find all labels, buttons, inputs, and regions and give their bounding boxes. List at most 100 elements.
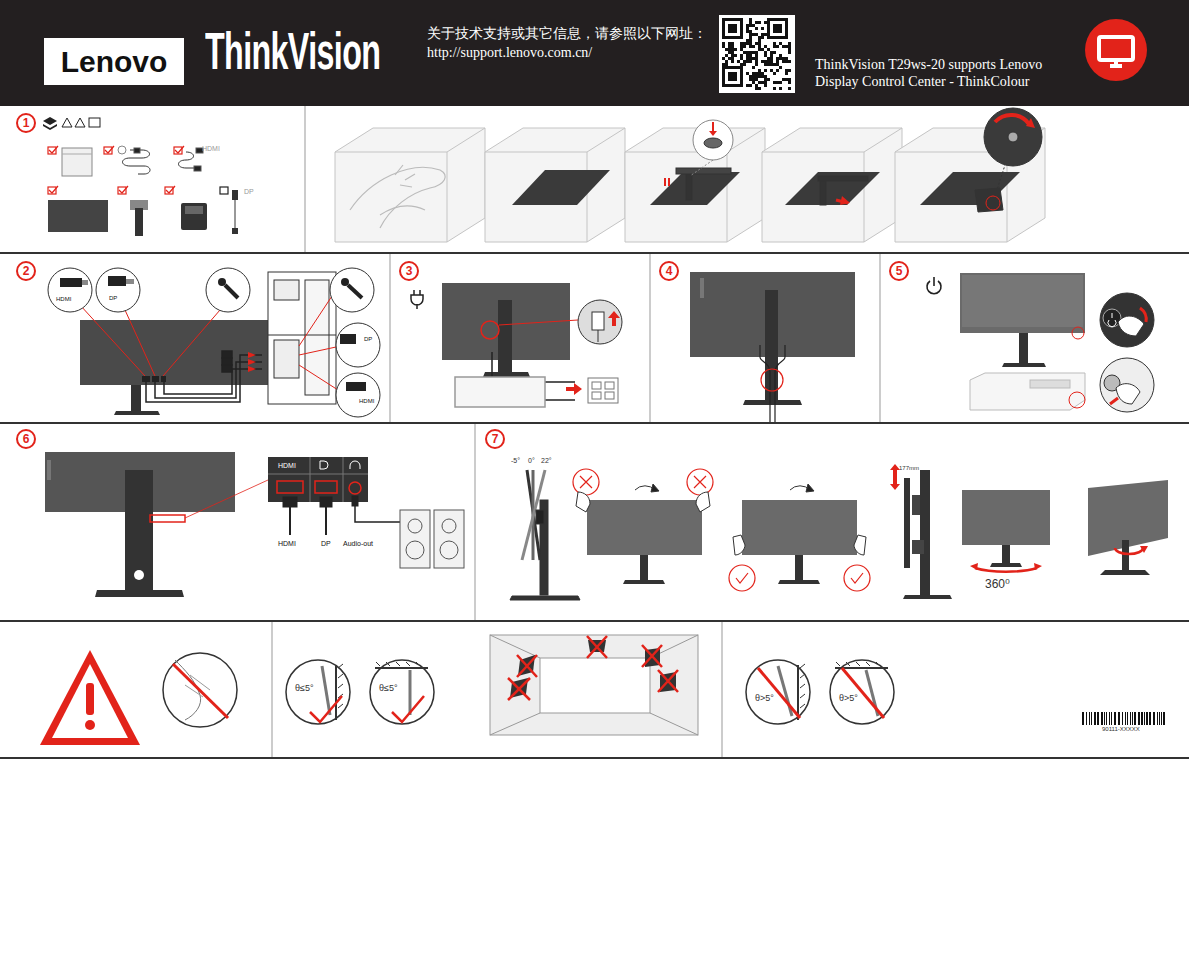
signal-cable bbox=[325, 507, 327, 535]
port-panel bbox=[349, 482, 361, 494]
qr-code bbox=[761, 72, 764, 75]
angle-label: 0° bbox=[527, 457, 536, 465]
tilt-limit bbox=[778, 666, 792, 716]
monitor-back bbox=[700, 278, 704, 298]
qr-code bbox=[785, 69, 788, 72]
height-figure bbox=[912, 540, 924, 554]
cable-label: DP bbox=[243, 188, 255, 196]
barcode bbox=[1082, 712, 1165, 725]
handling-mark bbox=[729, 565, 755, 591]
qr-code bbox=[755, 78, 758, 81]
qr-code bbox=[773, 45, 776, 48]
box-item bbox=[232, 190, 238, 200]
qr-code bbox=[764, 60, 767, 63]
zoom-detail bbox=[1108, 313, 1116, 327]
handling-mark bbox=[694, 476, 706, 488]
panel-divider bbox=[305, 106, 306, 252]
qr-code bbox=[755, 63, 758, 66]
qr-code bbox=[773, 63, 776, 66]
tilt-figure bbox=[510, 470, 580, 600]
monitor-front bbox=[587, 500, 857, 584]
qr-code bbox=[758, 81, 761, 84]
tilt-limit bbox=[376, 662, 420, 666]
qr-code bbox=[752, 51, 755, 54]
monitor-back bbox=[47, 460, 51, 480]
barcode bbox=[1086, 712, 1087, 725]
port-panel bbox=[343, 457, 344, 502]
barcode bbox=[1153, 712, 1155, 725]
qr-code bbox=[761, 60, 764, 63]
tilt-limit bbox=[830, 660, 894, 724]
panel-divider bbox=[880, 254, 881, 422]
qr-code bbox=[734, 48, 737, 51]
room-mounting bbox=[490, 635, 698, 735]
monitor-face-down bbox=[512, 170, 610, 205]
qr-code bbox=[728, 24, 737, 33]
box-item bbox=[118, 146, 126, 154]
qr-code bbox=[722, 18, 791, 90]
qr-code bbox=[749, 36, 752, 39]
monitor-back bbox=[80, 320, 300, 415]
qr-code bbox=[764, 45, 767, 48]
qr-code bbox=[746, 39, 749, 42]
box-item bbox=[194, 166, 201, 171]
box-item bbox=[62, 154, 92, 155]
signal-cable bbox=[222, 365, 232, 372]
pc-desktop bbox=[970, 373, 1085, 410]
stand-parts bbox=[975, 188, 1003, 212]
monitor-icon bbox=[1099, 37, 1133, 60]
qr-code bbox=[731, 48, 734, 51]
speaker bbox=[406, 541, 424, 559]
pc-tower bbox=[268, 272, 336, 404]
barcode bbox=[1094, 712, 1096, 725]
assembly-table bbox=[485, 128, 625, 242]
qr-code bbox=[773, 81, 776, 84]
safety-icons bbox=[75, 118, 85, 127]
callout-number: 3 bbox=[406, 265, 413, 277]
qr-code bbox=[770, 21, 785, 36]
qr-code bbox=[764, 33, 767, 36]
barcode bbox=[1104, 712, 1105, 725]
height-figure bbox=[903, 595, 952, 599]
qr-code bbox=[764, 69, 767, 72]
qr-code bbox=[722, 18, 743, 39]
qr-code bbox=[764, 84, 767, 87]
qr-code bbox=[764, 21, 767, 24]
checkbox bbox=[166, 186, 175, 193]
qr-code bbox=[731, 57, 734, 60]
monitor-front bbox=[1019, 333, 1028, 363]
qr-code bbox=[746, 60, 749, 63]
qr-code bbox=[761, 48, 764, 51]
callout-number: 7 bbox=[492, 433, 499, 445]
box-item bbox=[48, 200, 108, 232]
assembly-table bbox=[587, 152, 588, 242]
qr-code bbox=[755, 60, 758, 63]
zoom-detail bbox=[984, 108, 1042, 166]
barcode bbox=[1132, 712, 1133, 725]
qr-code bbox=[764, 54, 767, 57]
qr-code bbox=[746, 57, 749, 60]
qr-code bbox=[725, 60, 728, 63]
qr-code bbox=[770, 60, 773, 63]
panel-divider bbox=[272, 106, 880, 757]
qr-code bbox=[761, 75, 764, 78]
zoom-detail bbox=[690, 160, 713, 176]
zoom-detail bbox=[1026, 118, 1035, 128]
logo-text: Lenovo bbox=[61, 45, 168, 79]
qr-code bbox=[788, 42, 791, 45]
warning-triangle bbox=[86, 683, 94, 715]
section-divider bbox=[0, 620, 1189, 622]
brand-logo: ThinkVision bbox=[205, 20, 380, 82]
qr-code bbox=[740, 45, 743, 48]
pivot-figure bbox=[1115, 548, 1143, 554]
qr-code bbox=[743, 60, 746, 63]
monitor-front bbox=[623, 580, 665, 584]
qr-code bbox=[767, 18, 788, 39]
qr-code bbox=[749, 75, 752, 78]
cable-label: Audio-out bbox=[342, 540, 374, 548]
monitor-back bbox=[498, 300, 512, 372]
qr-code bbox=[731, 60, 734, 63]
room-mounting bbox=[587, 636, 607, 658]
speaker bbox=[440, 541, 458, 559]
checkbox bbox=[49, 146, 58, 153]
